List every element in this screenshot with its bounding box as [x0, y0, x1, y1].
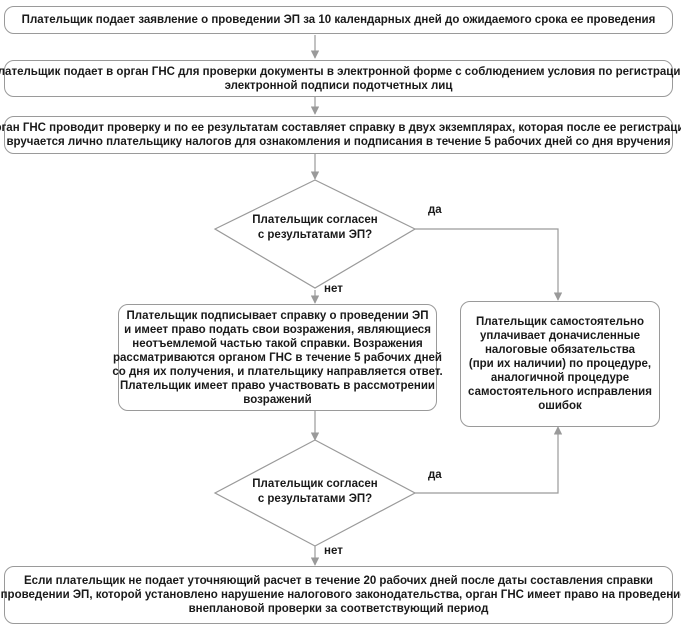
- arrow-decision2-s5: [415, 426, 563, 494]
- text-line: (при их наличии) по процедуре,: [468, 358, 652, 370]
- text-line: аналогичной процедуре: [490, 372, 630, 384]
- text-line: уплачивает доначисленные: [479, 330, 641, 342]
- step-self-payment: Плательщик самостоятельно уплачивает дон…: [460, 301, 660, 427]
- text-line: электронной подписи подотчетных лиц: [224, 79, 453, 92]
- text-line: Плательщик имеет право участвовать в рас…: [120, 379, 435, 392]
- text-line: и имеет право подать свои возражения, яв…: [124, 323, 431, 336]
- decision-diamond-1: [213, 179, 417, 289]
- label-no-1: нет: [324, 283, 343, 295]
- text-line: Плательщик подает в орган ГНС для провер…: [0, 65, 681, 78]
- text-line: со дня их получения, и плательщику напра…: [112, 365, 443, 378]
- text-line: Плательщик согласен: [252, 478, 378, 490]
- text-line: Плательщик самостоятельно: [475, 316, 645, 328]
- label-yes-2: да: [428, 469, 442, 481]
- label-yes-1: да: [428, 204, 442, 216]
- text-line: Плательщик подписывает справку о проведе…: [126, 309, 429, 322]
- text-line: о проведении ЭП, которой установлено нар…: [0, 589, 681, 601]
- step-sign-and-object: Плательщик подписывает справку о проведе…: [112, 304, 443, 411]
- decision-diamond-2: [213, 439, 417, 547]
- text-line: рассматриваются органом ГНС в течение 5 …: [113, 351, 442, 364]
- text-line: неотъемлемой частью такой справки. Возра…: [132, 337, 423, 350]
- text-line: самостоятельного исправления: [468, 386, 652, 398]
- step-submit-application: Плательщик подает заявление о проведении…: [4, 6, 673, 34]
- text-line: Плательщик согласен: [252, 214, 378, 226]
- label-no-2: нет: [324, 545, 343, 557]
- text-line: ошибок: [538, 400, 582, 412]
- text-line: с результатами ЭП?: [257, 229, 373, 241]
- text-line: налоговые обязательства: [484, 344, 636, 356]
- text-line: Орган ГНС проводит проверку и по ее резу…: [0, 122, 681, 134]
- text-line: Если плательщик не подает уточняющий рас…: [24, 575, 653, 587]
- decision-2-text: Плательщик согласен с результатами ЭП?: [225, 477, 405, 507]
- text-line: возражений: [243, 393, 312, 406]
- step-inspection-report: Орган ГНС проводит проверку и по ее резу…: [0, 116, 681, 154]
- text-line: Плательщик подает заявление о проведении…: [21, 14, 656, 26]
- decision-1-text: Плательщик согласен с результатами ЭП?: [225, 213, 405, 243]
- text-line: внеплановой проверки за соответствующий …: [188, 603, 489, 615]
- arrow-decision1-s5: [415, 228, 563, 301]
- step-unscheduled-inspection: Если плательщик не подает уточняющий рас…: [0, 566, 681, 624]
- text-line: вручается лично плательщику налогов для …: [6, 136, 671, 148]
- step-submit-documents: Плательщик подает в орган ГНС для провер…: [0, 60, 681, 97]
- text-line: с результатами ЭП?: [257, 493, 373, 505]
